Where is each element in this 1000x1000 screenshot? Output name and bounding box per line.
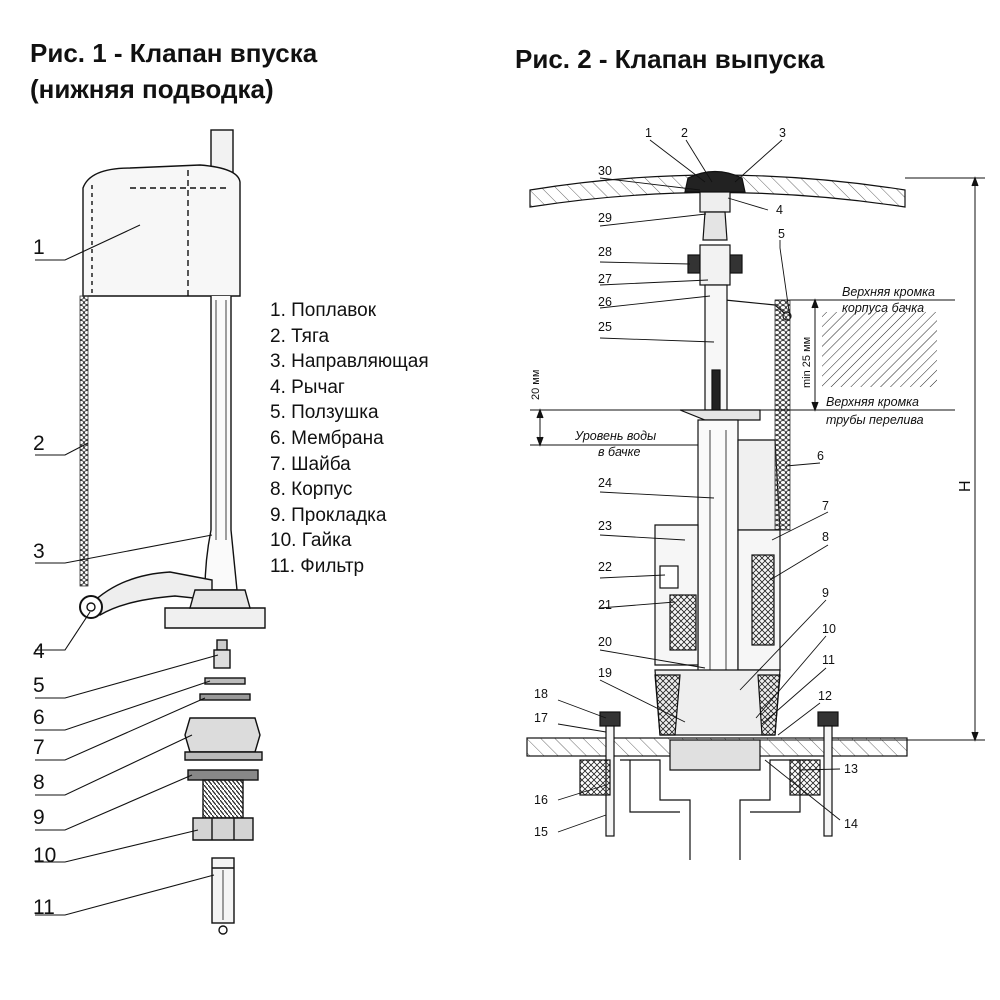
- legend-item: 5. Ползушка: [270, 402, 379, 424]
- callout-6: 6: [33, 706, 45, 729]
- guide-tube: [204, 296, 238, 591]
- float-body: [82, 164, 241, 297]
- legend-item: 2. Тяга: [270, 325, 330, 347]
- annotation-overflow-line2: трубы перелива: [826, 413, 924, 427]
- float-rack: [774, 299, 791, 531]
- annotation-overflow-line1: Верхняя кромка: [826, 395, 919, 409]
- tank-wall-section: [822, 312, 937, 387]
- legend-item: 11. Фильтр: [270, 555, 365, 577]
- legend-item: 9. Прокладка: [270, 504, 387, 526]
- callout-15: 15: [534, 825, 548, 839]
- float-rod-chain: [79, 295, 89, 587]
- washer: [199, 693, 251, 701]
- figure1-title-line1: Рис. 1 - Клапан впуска: [30, 38, 318, 68]
- callout-23: 23: [598, 519, 612, 533]
- callout-26: 26: [598, 295, 612, 309]
- callout-24: 24: [598, 476, 612, 490]
- valve-base: [164, 607, 266, 629]
- annotation-top-edge-line2: корпуса бачка: [842, 301, 924, 315]
- legend-item: 7. Шайба: [270, 453, 351, 475]
- gasket: [187, 769, 259, 781]
- callout-9: 9: [822, 586, 829, 600]
- figure2-drawing: [526, 139, 985, 860]
- dimension-20mm: 20 мм: [530, 370, 542, 400]
- overflow-tube: [697, 419, 739, 681]
- callout-21: 21: [598, 598, 612, 612]
- callout-22: 22: [598, 560, 612, 574]
- legend-item: 1. Поплавок: [270, 300, 377, 321]
- callout-14: 14: [844, 817, 858, 831]
- membrane: [204, 677, 246, 685]
- figure2-title: Рис. 2 - Клапан выпуска: [515, 44, 825, 74]
- callout-10: 10: [822, 622, 836, 636]
- callout-16: 16: [534, 793, 548, 807]
- callout-1: 1: [645, 126, 652, 140]
- callout-12: 12: [818, 689, 832, 703]
- callout-11: 11: [33, 896, 55, 919]
- legend-item: 4. Рычаг: [270, 376, 345, 398]
- valve-housing: [184, 717, 261, 753]
- figure1-drawing: [35, 129, 266, 935]
- callout-1: 1: [33, 236, 45, 259]
- figure2-annotations: Верхняя кромка корпуса бачка Верхняя кро…: [530, 285, 974, 492]
- annotation-water-level-line2: в бачке: [598, 445, 641, 459]
- legend-item: 6. Мембрана: [270, 427, 384, 449]
- dimension-min-25mm: min 25 мм: [801, 337, 813, 388]
- callout-20: 20: [598, 635, 612, 649]
- callout-5: 5: [33, 674, 45, 697]
- callout-25: 25: [598, 320, 612, 334]
- callout-19: 19: [598, 666, 612, 680]
- callout-27: 27: [598, 272, 612, 286]
- figure2-callouts: 1 2 3 30 4 29 5 28 27 26 25 24 6 23 7 22…: [534, 126, 858, 839]
- callout-11: 11: [822, 653, 835, 667]
- callout-9: 9: [33, 806, 45, 829]
- callout-28: 28: [598, 245, 612, 259]
- callout-3: 3: [33, 540, 45, 563]
- callout-29: 29: [598, 211, 612, 225]
- annotation-top-edge-line1: Верхняя кромка: [842, 285, 935, 299]
- float-insert: [669, 594, 697, 651]
- nut: [192, 817, 254, 841]
- callout-2: 2: [33, 432, 45, 455]
- threaded-shank: [202, 779, 244, 819]
- callout-8: 8: [33, 771, 45, 794]
- callout-4: 4: [776, 203, 783, 217]
- figure1-legend: 1. Поплавок 2. Тяга 3. Направляющая 4. Р…: [270, 298, 429, 580]
- callout-18: 18: [534, 687, 548, 701]
- slider: [216, 639, 228, 651]
- legend-item: 3. Направляющая: [270, 351, 429, 373]
- legend-item: 10. Гайка: [270, 530, 352, 552]
- callout-30: 30: [598, 164, 612, 178]
- callout-17: 17: [534, 711, 548, 725]
- callout-3: 3: [779, 126, 786, 140]
- callout-7: 7: [33, 736, 45, 759]
- callout-13: 13: [844, 762, 858, 776]
- legend-item: 8. Корпус: [270, 479, 353, 501]
- callout-4: 4: [33, 640, 45, 663]
- callout-2: 2: [681, 126, 688, 140]
- callout-5: 5: [778, 227, 785, 241]
- callout-7: 7: [822, 499, 829, 513]
- figure1-title-line2: (нижняя подводка): [30, 74, 274, 104]
- callout-8: 8: [822, 530, 829, 544]
- callout-6: 6: [817, 449, 824, 463]
- annotation-water-level-line1: Уровень воды: [574, 429, 656, 443]
- callout-10: 10: [33, 844, 56, 867]
- figure1-callouts: 1 2 3 4 5 6 7 8 9 10 11: [33, 236, 56, 919]
- dimension-H: H: [957, 480, 974, 492]
